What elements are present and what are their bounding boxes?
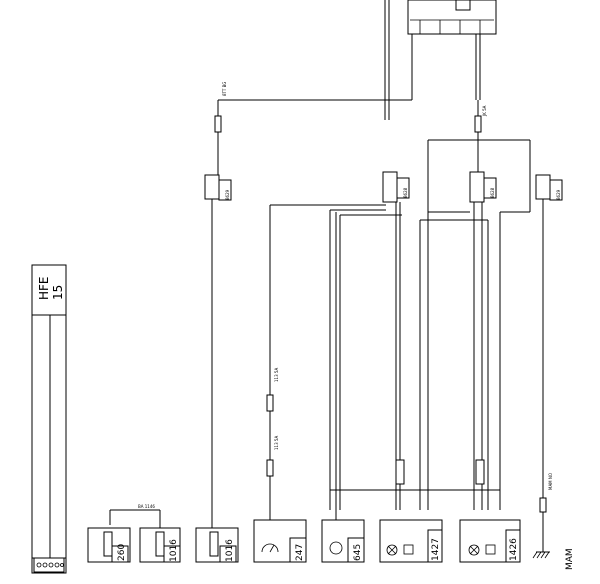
- connector-8629-b: 8629: [535, 174, 563, 201]
- component-code: 260: [117, 544, 127, 561]
- component-260: 260: [87, 527, 131, 563]
- connector-code: 8629: [556, 189, 561, 200]
- component-code: 1016: [169, 539, 179, 562]
- lamp-icon: [468, 544, 480, 556]
- wire-label-sa2: 113 5A: [274, 436, 279, 450]
- title-label: HFE: [37, 276, 51, 300]
- inline-resistors: 113 5A 113 5A MAM NO: [266, 368, 553, 513]
- component-1426: 1426: [459, 519, 521, 563]
- ground-code: MAM: [565, 548, 575, 570]
- component-code: 1016: [225, 539, 235, 562]
- title-block: HFE 15: [31, 264, 67, 574]
- connector-8629-a: 8629: [204, 174, 232, 510]
- connector-code: 8629: [225, 189, 230, 200]
- wire-label-sa1: 113 5A: [274, 368, 279, 382]
- wire-label-mam1: MAM NO: [548, 473, 553, 490]
- sensor-icon: [329, 541, 343, 555]
- wire-label-top-left: 8TT BG: [222, 82, 227, 96]
- wire-label-ba-top: BA 1146: [138, 504, 155, 509]
- switch-icon: [485, 544, 496, 555]
- component-1427: 1427: [379, 519, 443, 563]
- connector-8628-a: 8628: [382, 171, 410, 203]
- connector-code: 8628: [403, 187, 408, 198]
- switch-icon: [403, 544, 414, 555]
- component-645: 645: [321, 510, 365, 563]
- component-1016-a: 1016: [139, 510, 181, 563]
- title-number: 15: [51, 285, 65, 300]
- component-code: 645: [353, 544, 363, 561]
- component-code: 247: [295, 544, 305, 561]
- gauge-icon: [261, 543, 279, 553]
- connector-code: 8628: [490, 187, 495, 198]
- component-code: 1426: [509, 538, 519, 561]
- top-connector-block: [407, 0, 497, 35]
- trunk-wires: 8TT BG JK 5A: [214, 0, 531, 212]
- lamp-icon: [386, 544, 398, 556]
- component-mam-ground: MAM: [532, 512, 575, 570]
- component-247: 247: [253, 510, 307, 563]
- component-1016-b: 1016: [195, 510, 239, 563]
- plug-icon: [33, 557, 65, 573]
- wire-label-top-right: JK 5A: [482, 105, 487, 117]
- mid-wires: [269, 199, 544, 515]
- component-code: 1427: [431, 538, 441, 561]
- connector-8628-b: 8628: [469, 171, 497, 203]
